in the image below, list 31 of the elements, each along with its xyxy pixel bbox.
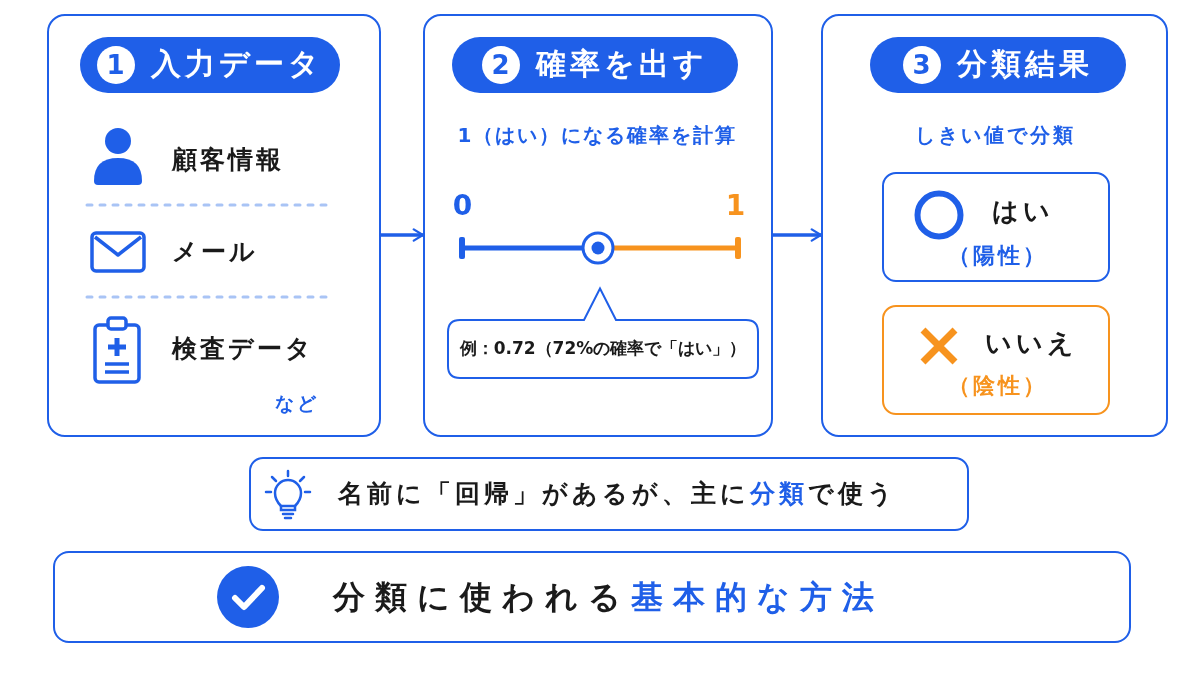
- note-text: など: [274, 392, 319, 415]
- scale-label: 0: [452, 189, 473, 222]
- step-title: 確率を出す: [535, 47, 708, 82]
- result-sublabel: （陽性）: [947, 242, 1048, 269]
- panel-card: [423, 14, 773, 437]
- result-sublabel: （陰性）: [947, 372, 1048, 399]
- item-label: 顧客情報: [171, 145, 284, 174]
- scale-label: 1: [725, 189, 746, 222]
- subtitle: 1（はい）になる確率を計算: [457, 123, 738, 146]
- callout-text: 例：0.72（72%の確率で「はい」）: [459, 339, 747, 359]
- tip-box: [249, 457, 969, 531]
- step-title: 入力データ: [150, 47, 323, 82]
- panel-card: [821, 14, 1168, 437]
- panel-card: [47, 14, 381, 437]
- summary-text: 分類に使われる基本的な方法: [332, 578, 884, 615]
- arrow: [379, 228, 425, 242]
- callout-bubble: [447, 287, 759, 379]
- step-number: 2: [481, 45, 520, 84]
- step-title: 分類結果: [956, 47, 1093, 82]
- result-label: いいえ: [984, 328, 1078, 359]
- result-label: はい: [991, 196, 1054, 227]
- result-card: [882, 172, 1110, 282]
- step-number: 3: [902, 45, 941, 84]
- subtitle: しきい値で分類: [915, 123, 1076, 146]
- step-number: 1: [96, 45, 135, 84]
- result-card: [882, 305, 1110, 415]
- tip-text: 名前に「回帰」があるが、主に分類で使う: [337, 479, 897, 508]
- arrow: [771, 228, 823, 242]
- item-label: メール: [171, 237, 258, 266]
- item-label: 検査データ: [171, 334, 314, 363]
- summary-box: [53, 551, 1131, 643]
